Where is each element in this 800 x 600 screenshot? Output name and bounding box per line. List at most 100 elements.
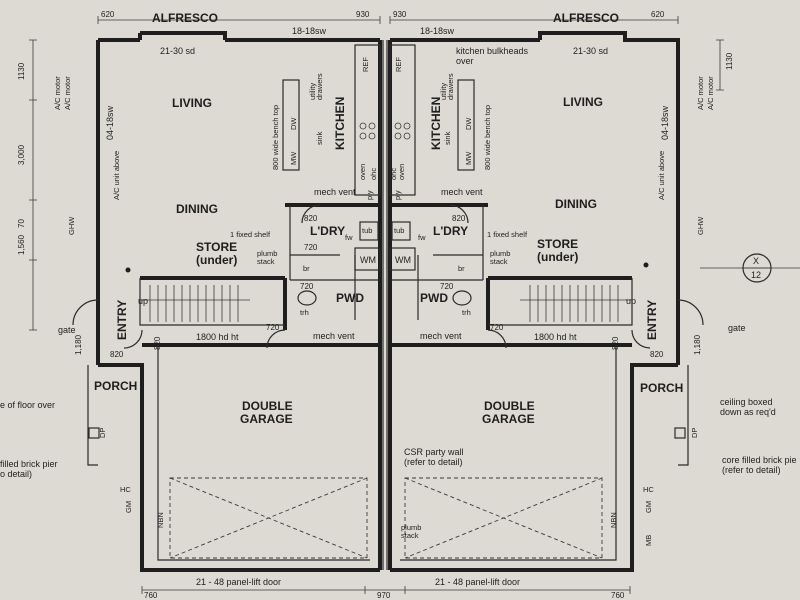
room-kitchen-left: KITCHEN [333,97,347,150]
room-dining-right: DINING [555,197,597,211]
room-porch-left: PORCH [94,379,137,393]
label-pier-left: filled brick pier [0,459,58,469]
room-powder-right: PWD [420,291,448,305]
label-fw-right: fw [418,233,426,242]
label-stack-left: stack [257,257,275,266]
room-kitchen-right: KITCHEN [429,97,443,150]
label-mech-vent-right-2: mech vent [420,331,462,341]
dim-1560-left: 1,560 [17,234,26,255]
right-unit-walls [388,31,680,572]
label-mech-vent-right-1: mech vent [441,187,483,197]
dim-620-right: 620 [651,10,665,19]
room-powder-left: PWD [336,291,364,305]
room-store-sub-right: (under) [537,250,578,264]
label-br-left: br [303,264,310,273]
porch-outline [87,365,689,466]
label-ref-right: REF [394,57,403,72]
room-living-left: LIVING [172,96,212,110]
label-drawers-right: drawers [446,73,455,100]
dim-720-garage-right: 720 [490,323,504,332]
label-bulkheads-2: over [456,56,474,66]
label-hd-ht-right: 1800 hd ht [534,332,577,342]
label-nbn-left: NBN [156,512,165,528]
stairs-left [140,285,250,322]
label-ac-motor-left-1: A/C motor [53,76,62,110]
room-store-left: STORE [196,240,237,254]
dim-720-garage-left: 720 [266,323,280,332]
label-sw-side-left: 04-18sw [105,105,115,140]
label-wm-right: WM [395,255,411,265]
label-oven-left: oven [358,164,367,180]
label-mb-right: MB [644,535,653,546]
label-dp-right: DP [690,428,699,438]
label-ghw-right: GHW [696,216,705,235]
label-plumb-right: plumb [490,249,510,258]
label-ref-left: REF [361,57,370,72]
dim-1180-left: 1,180 [74,334,83,355]
dim-820-garage-left: 820 [153,336,162,350]
room-entry-right: ENTRY [645,300,659,340]
dim-1130-right: 1130 [725,52,734,70]
label-sw-top-left: 18-18sw [292,26,327,36]
room-dining-left: DINING [176,202,218,216]
label-ply-left: ply [365,190,374,200]
dim-930-right: 930 [393,10,407,19]
brick-piers [88,262,686,439]
label-plumb-left: plumb [257,249,277,258]
dim-760-right: 760 [611,591,625,600]
label-dw-right: DW [464,117,473,130]
room-entry-left: ENTRY [115,300,129,340]
label-ac-motor-right-2: A/C motor [706,76,715,110]
label-up-left: up [138,296,148,306]
section-marker-bottom: 12 [751,270,761,280]
label-mech-vent-left-2: mech vent [313,331,355,341]
label-oven-right: oven [397,164,406,180]
powder-fixtures [297,221,472,306]
label-gate-right: gate [728,323,746,333]
label-pier-left-2: o detail) [0,469,32,479]
room-garage-right-line1: DOUBLE [484,399,535,413]
label-sink-right: sink [443,131,452,145]
cooktops [359,122,411,140]
label-sink-left: sink [315,131,324,145]
label-ceiling-boxed: ceiling boxed [720,397,773,407]
label-mw-left: MW [289,151,298,165]
label-up-right: up [626,296,636,306]
room-garage-left-line1: DOUBLE [242,399,293,413]
garage-door-left [169,477,368,559]
label-br-right: br [458,264,465,273]
label-tub-right: tub [394,226,404,235]
label-ply-right: ply [393,190,402,200]
label-bench-right: 800 wide bench top [483,105,492,170]
party-wall-lines [382,40,388,570]
label-gm-right: GM [644,501,653,513]
label-tub-left: tub [362,226,372,235]
label-hc-left: HC [120,485,131,494]
room-laundry-left: L'DRY [310,224,345,238]
label-party-wall-2: (refer to detail) [404,457,463,467]
dim-820-entry-left: 820 [110,350,124,359]
label-shelf-right: 1 fixed shelf [487,230,528,239]
label-utility-right: utility [439,83,448,100]
dim-1180-right: 1,180 [693,334,702,355]
label-ghw-left: GHW [67,216,76,235]
label-utility-left: utility [308,83,317,100]
label-ac-unit-left: A/C unit above [112,151,121,200]
label-sw-side-right: 04-18sw [660,105,670,140]
label-ac-motor-right-1: A/C motor [696,76,705,110]
section-marker [742,253,772,283]
label-dw-left: DW [289,117,298,130]
label-floor-over: e of floor over [0,400,55,410]
label-trh-left: trh [300,308,309,317]
label-pier-right: core filled brick pie [722,455,797,465]
section-marker-top: X [753,256,759,266]
room-store-right: STORE [537,237,578,251]
label-ohc-right: ohc [389,168,398,180]
dim-820-laundry-right: 820 [452,214,466,223]
room-garage-right-line2: GARAGE [482,412,535,426]
label-panel-lift-left: 21 - 48 panel-lift door [196,577,281,587]
label-sd-right: 21-30 sd [573,46,608,56]
label-trh-right: trh [462,308,471,317]
label-shelf-left: 1 fixed shelf [230,230,271,239]
